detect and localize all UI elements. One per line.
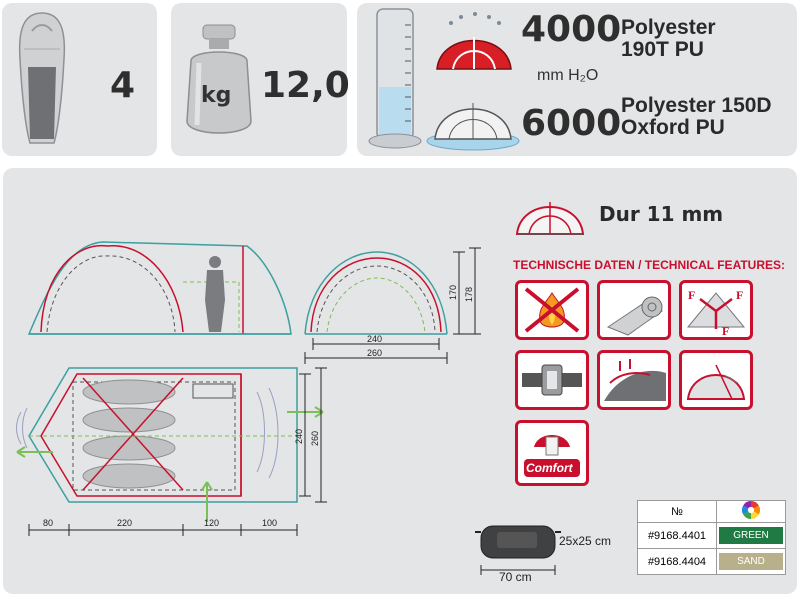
dim-width-inner: 240 xyxy=(367,334,382,344)
persons-count: 4 xyxy=(110,65,136,106)
force-letter-2: F xyxy=(736,288,743,302)
dim-width-outer: 260 xyxy=(367,348,382,358)
persons-panel: 4 xyxy=(2,3,157,156)
dim-segment-4: 100 xyxy=(262,518,277,528)
frame-label: Dur 11 mm xyxy=(599,202,724,226)
floor-material-line2: Oxford PU xyxy=(621,116,725,139)
outer-material-line2: 190T PU xyxy=(621,38,704,61)
tent-vent-icon xyxy=(679,350,753,410)
pressure-unit: mm H₂O xyxy=(537,67,599,84)
color-name: GREEN xyxy=(719,527,783,544)
article-code-table: № #9168.4401 GREEN #9168.4404 xyxy=(637,500,786,575)
article-code: #9168.4404 xyxy=(637,548,717,575)
person-silhouette xyxy=(205,256,225,332)
dim-side-inner: 240 xyxy=(294,429,304,444)
table-header-row: № xyxy=(637,500,786,523)
side-view xyxy=(27,241,292,335)
buckle-strap-icon xyxy=(515,350,589,410)
weight-value: 12,0 xyxy=(261,65,350,106)
waterproof-panel: 4000 Polyester 190T PU mm H₂O 6000 Polye… xyxy=(357,3,797,156)
force-distribution-icon: F F F xyxy=(679,280,753,340)
header-color xyxy=(716,500,786,523)
floor-material-line1: Polyester 150D xyxy=(621,94,772,117)
bag-length-dim xyxy=(480,565,556,575)
weight-panel: kg 12,0 xyxy=(171,3,350,156)
dim-height-outer: 178 xyxy=(464,287,474,302)
carry-bag-icon xyxy=(475,525,561,559)
bag-length: 70 cm xyxy=(499,570,532,584)
rain-tent-icon xyxy=(436,12,512,70)
frame-tent-icon xyxy=(515,202,585,235)
floor-material: Polyester 150D Oxford PU xyxy=(621,95,772,139)
floor-plan xyxy=(16,367,327,536)
features-heading: TECHNISCHE DATEN / TECHNICAL FEATURES: xyxy=(513,258,786,272)
force-letter-3: F xyxy=(722,324,729,337)
sleeping-bag-icon xyxy=(18,12,66,144)
outer-material-line1: Polyester xyxy=(621,16,716,39)
table-row: #9168.4401 GREEN xyxy=(637,522,786,549)
dim-segment-2: 220 xyxy=(117,518,132,528)
color-wheel-icon xyxy=(742,501,760,519)
fire-retardant-icon xyxy=(515,280,589,340)
front-view xyxy=(304,247,481,364)
table-row: #9168.4404 SAND xyxy=(637,548,786,575)
dim-side-outer: 260 xyxy=(310,431,320,446)
color-swatch-sand: SAND xyxy=(716,548,786,575)
details-panel: 170 178 240 260 xyxy=(3,168,797,594)
article-code: #9168.4401 xyxy=(637,522,717,549)
comfort-icon: Comfort xyxy=(515,420,589,486)
dim-segment-3: 120 xyxy=(204,518,219,528)
force-letter-1: F xyxy=(688,288,695,302)
rolled-mat-icon xyxy=(597,280,671,340)
dim-segment-1: 80 xyxy=(43,518,53,528)
bag-size: 25x25 cm xyxy=(559,534,612,548)
tent-drawings: 170 178 240 260 xyxy=(16,241,481,536)
water-column-icon xyxy=(368,8,422,149)
weight-icon xyxy=(186,24,252,134)
tent-floor-icon xyxy=(426,103,520,151)
color-name: SAND xyxy=(719,553,783,570)
header-number: № xyxy=(637,500,717,523)
floor-pressure-value: 6000 xyxy=(521,103,622,144)
dim-height-inner: 170 xyxy=(448,285,458,300)
outer-pressure-value: 4000 xyxy=(521,9,622,50)
outer-material: Polyester 190T PU xyxy=(621,17,716,61)
ventilation-icon xyxy=(597,350,671,410)
weight-unit: kg xyxy=(201,83,232,108)
color-swatch-green: GREEN xyxy=(716,522,786,549)
comfort-label: Comfort xyxy=(526,461,573,475)
